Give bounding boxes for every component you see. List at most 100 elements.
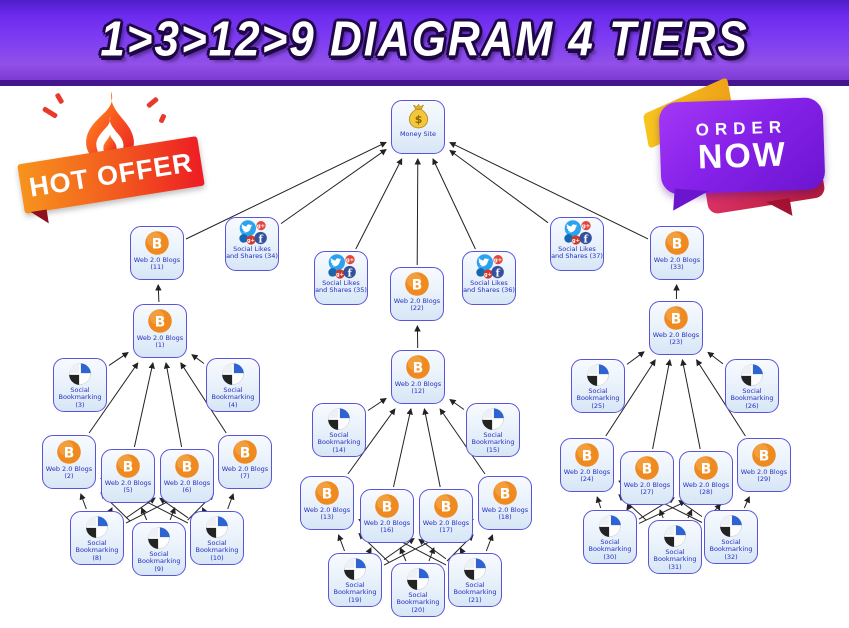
money-bag-icon: $ (405, 103, 432, 130)
svg-text:g+: g+ (247, 237, 255, 243)
edge-w33-to-money (449, 142, 649, 240)
blogger-b-icon: B (314, 479, 340, 506)
node-label: Web 2.0 Blogs(16) (363, 519, 411, 535)
edge-w28-to-w23 (680, 359, 701, 450)
bookmark-pie-icon (147, 525, 171, 550)
svg-text:g+: g+ (581, 223, 589, 229)
edge-w6-to-w1 (163, 362, 183, 448)
node-label: Web 2.0 Blogs(11) (133, 256, 181, 272)
edge-sb3-to-w1 (108, 352, 129, 366)
node-w11: B Web 2.0 Blogs(11) (130, 226, 184, 280)
edge-sb19-to-w16 (365, 547, 372, 555)
edge-sb8-to-w2 (79, 493, 87, 510)
svg-text:f: f (347, 268, 352, 279)
edge-sls35-to-money (355, 158, 403, 250)
edge-sb19-to-w13 (337, 534, 345, 552)
edge-sb9-to-w5 (140, 507, 148, 521)
node-w16: B Web 2.0 Blogs(16) (360, 489, 414, 543)
blogger-b-icon: B (115, 452, 141, 479)
edge-sb31-to-w27 (659, 509, 666, 519)
blogger-b-icon: B (634, 454, 660, 481)
blogger-b-icon: B (751, 441, 777, 468)
edge-sb30-to-w27 (626, 503, 633, 511)
bookmark-pie-icon (598, 513, 622, 538)
svg-text:B: B (152, 236, 163, 252)
node-label: Web 2.0 Blogs(17) (422, 519, 470, 535)
edge-w1-to-w11 (155, 284, 162, 303)
node-w33: B Web 2.0 Blogs(33) (650, 226, 704, 280)
edge-w13-to-w12 (347, 408, 396, 475)
edge-w11-to-money (185, 141, 387, 240)
edge-sls37-to-money (449, 149, 549, 224)
edge-w5-to-w1 (133, 362, 155, 448)
node-label: Web 2.0 Blogs(33) (653, 256, 701, 272)
bookmark-pie-icon (586, 362, 610, 387)
svg-text:f: f (495, 268, 500, 279)
bookmark-pie-icon (463, 556, 487, 581)
node-money: $Money Site (391, 100, 445, 154)
svg-text:g+: g+ (345, 257, 353, 263)
edge-sb25-to-w23 (626, 351, 645, 365)
blogger-b-icon: B (405, 353, 431, 380)
node-w13: B Web 2.0 Blogs(13) (300, 476, 354, 530)
edge-sb21-to-w18 (485, 534, 494, 552)
edge-sb20-to-w16 (399, 547, 407, 562)
svg-text:B: B (382, 499, 393, 515)
svg-text:B: B (155, 314, 166, 330)
svg-text:B: B (582, 448, 593, 464)
edge-sb20-to-w17 (428, 547, 435, 562)
social-networks-icon: g+g+f (237, 219, 268, 245)
blogger-b-icon: B (693, 454, 719, 481)
edge-sb4-to-w1 (191, 354, 205, 364)
node-label: Web 2.0 Blogs(28) (682, 481, 730, 497)
svg-text:B: B (500, 486, 511, 502)
svg-text:B: B (240, 445, 251, 461)
bookmark-pie-icon (740, 362, 764, 387)
blogger-b-icon: B (374, 492, 400, 519)
node-label: Web 2.0 Blogs(13) (303, 506, 351, 522)
blogger-b-icon: B (56, 438, 82, 465)
edge-w27-to-w23 (652, 359, 672, 450)
blogger-b-icon: B (174, 452, 200, 479)
svg-text:B: B (322, 486, 333, 502)
svg-text:B: B (672, 236, 683, 252)
svg-text:B: B (759, 448, 770, 464)
edge-w29-to-w23 (696, 359, 746, 437)
svg-text:f: f (583, 234, 588, 245)
node-label: Web 2.0 Blogs(23) (652, 331, 700, 347)
node-label: Web 2.0 Blogs(7) (221, 465, 269, 481)
svg-text:B: B (642, 461, 653, 477)
header-banner: 1>3>12>9 DIAGRAM 4 TIERS (0, 0, 849, 86)
bookmark-pie-icon (343, 556, 367, 581)
edge-w7-to-w1 (180, 362, 227, 434)
bookmark-pie-icon (68, 361, 92, 386)
edge-sb32-to-w27 (678, 499, 703, 518)
edge-sls34-to-money (280, 149, 387, 225)
